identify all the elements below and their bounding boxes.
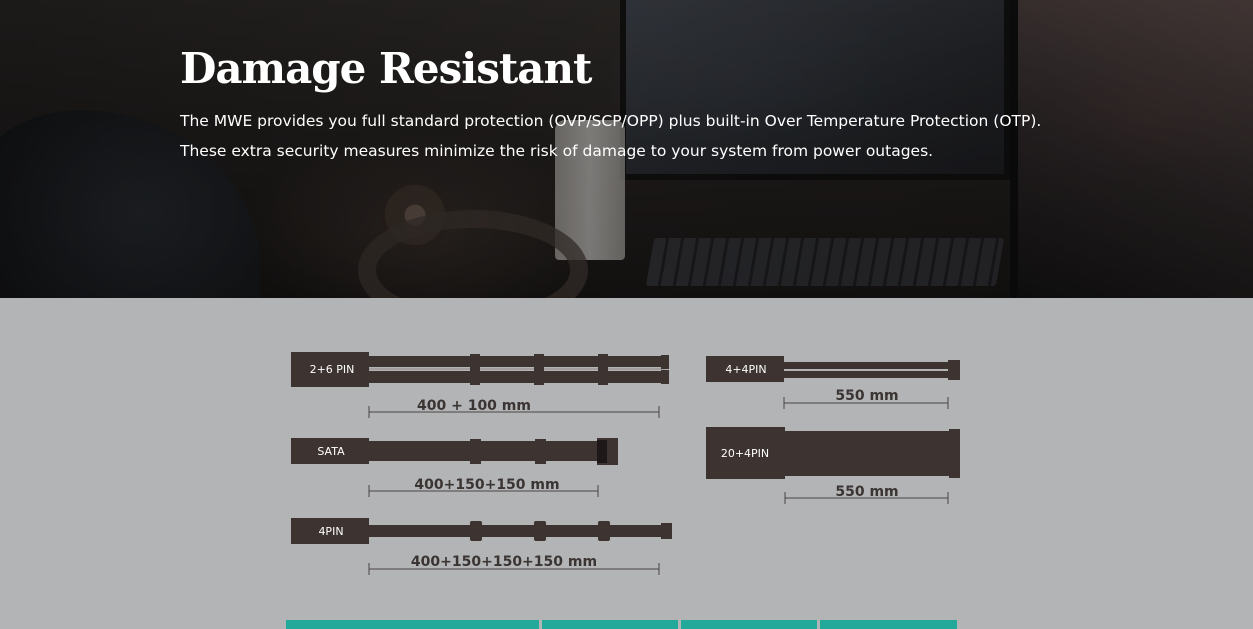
wire-2-6-pin-a (369, 356, 665, 367)
wire-20-4-pin (785, 431, 951, 476)
hero-description: The MWE provides you full standard prote… (180, 106, 1060, 166)
connector-label-sata: SATA (317, 445, 345, 458)
plug-2-6-pin-b (661, 370, 669, 384)
sleeve-clip-4pin-2 (534, 521, 546, 541)
connector-4pin (291, 518, 369, 544)
sleeve-clip-2-6-pin-1 (470, 354, 480, 385)
cable-20-4-pin: 20+4PIN 550 mm (706, 427, 960, 504)
wire-4pin (369, 525, 663, 537)
connector-label-20-4-pin: 20+4PIN (721, 447, 769, 460)
plug-2-6-pin-a (661, 355, 669, 369)
sleeve-clip-4pin-3 (598, 521, 610, 541)
feature-tab-1[interactable] (286, 620, 539, 629)
hero-overlay (0, 0, 1253, 298)
wire-4-4-pin-b (784, 371, 952, 378)
plug-4-4-pin (948, 360, 960, 380)
hero-title: Damage Resistant (180, 44, 592, 93)
length-label-4pin: 400+150+150+150 mm (411, 554, 597, 570)
sleeve-clip-sata-2 (535, 439, 546, 464)
sleeve-clip-2-6-pin-2 (534, 354, 544, 385)
cable-diagram-section: 2+6 PIN 400 + 100 mm SATA (0, 298, 1253, 629)
length-label-4-4-pin: 550 mm (835, 388, 898, 404)
connector-4-4-pin (706, 356, 784, 382)
connector-20-4-pin (706, 427, 785, 479)
length-label-sata: 400+150+150 mm (414, 477, 559, 493)
connector-label-4-4-pin: 4+4PIN (725, 363, 766, 376)
feature-tab-2[interactable] (542, 620, 678, 629)
connector-label-2-6-pin: 2+6 PIN (310, 363, 355, 376)
sleeve-clip-4pin-1 (470, 521, 482, 541)
wire-sata (369, 441, 599, 461)
wire-2-6-pin-b (369, 371, 665, 383)
hero-bg-monitor-right (1010, 0, 1253, 298)
cable-sata: SATA 400+150+150 mm (291, 438, 618, 497)
sleeve-clip-2-6-pin-3 (598, 354, 608, 385)
hero-description-line-2: These extra security measures minimize t… (180, 142, 934, 160)
feature-tab-4[interactable] (820, 620, 957, 629)
feature-tab-3[interactable] (681, 620, 817, 629)
feature-tabs (286, 620, 960, 629)
cable-4pin: 4PIN 400+150+150+150 mm (291, 518, 672, 575)
connector-label-4pin: 4PIN (318, 525, 343, 538)
plug-4pin (661, 523, 672, 539)
connector-2-6-pin (291, 352, 369, 387)
cable-2-6-pin: 2+6 PIN 400 + 100 mm (291, 352, 669, 418)
connector-sata (291, 438, 369, 464)
hero-description-line-1: The MWE provides you full standard prote… (180, 112, 1042, 130)
cable-4-4-pin: 4+4PIN 550 mm (706, 356, 960, 409)
sleeve-clip-sata-1 (470, 439, 481, 464)
length-label-20-4-pin: 550 mm (835, 484, 898, 500)
plug-20-4-pin (949, 429, 960, 478)
hero-banner: Damage Resistant The MWE provides you fu… (0, 0, 1253, 298)
plug-sata-pins (597, 440, 607, 463)
hero-bg-monitor (620, 0, 1010, 180)
wire-4-4-pin-a (784, 362, 952, 369)
length-label-2-6-pin: 400 + 100 mm (417, 398, 531, 414)
cable-diagram: 2+6 PIN 400 + 100 mm SATA (291, 352, 960, 575)
